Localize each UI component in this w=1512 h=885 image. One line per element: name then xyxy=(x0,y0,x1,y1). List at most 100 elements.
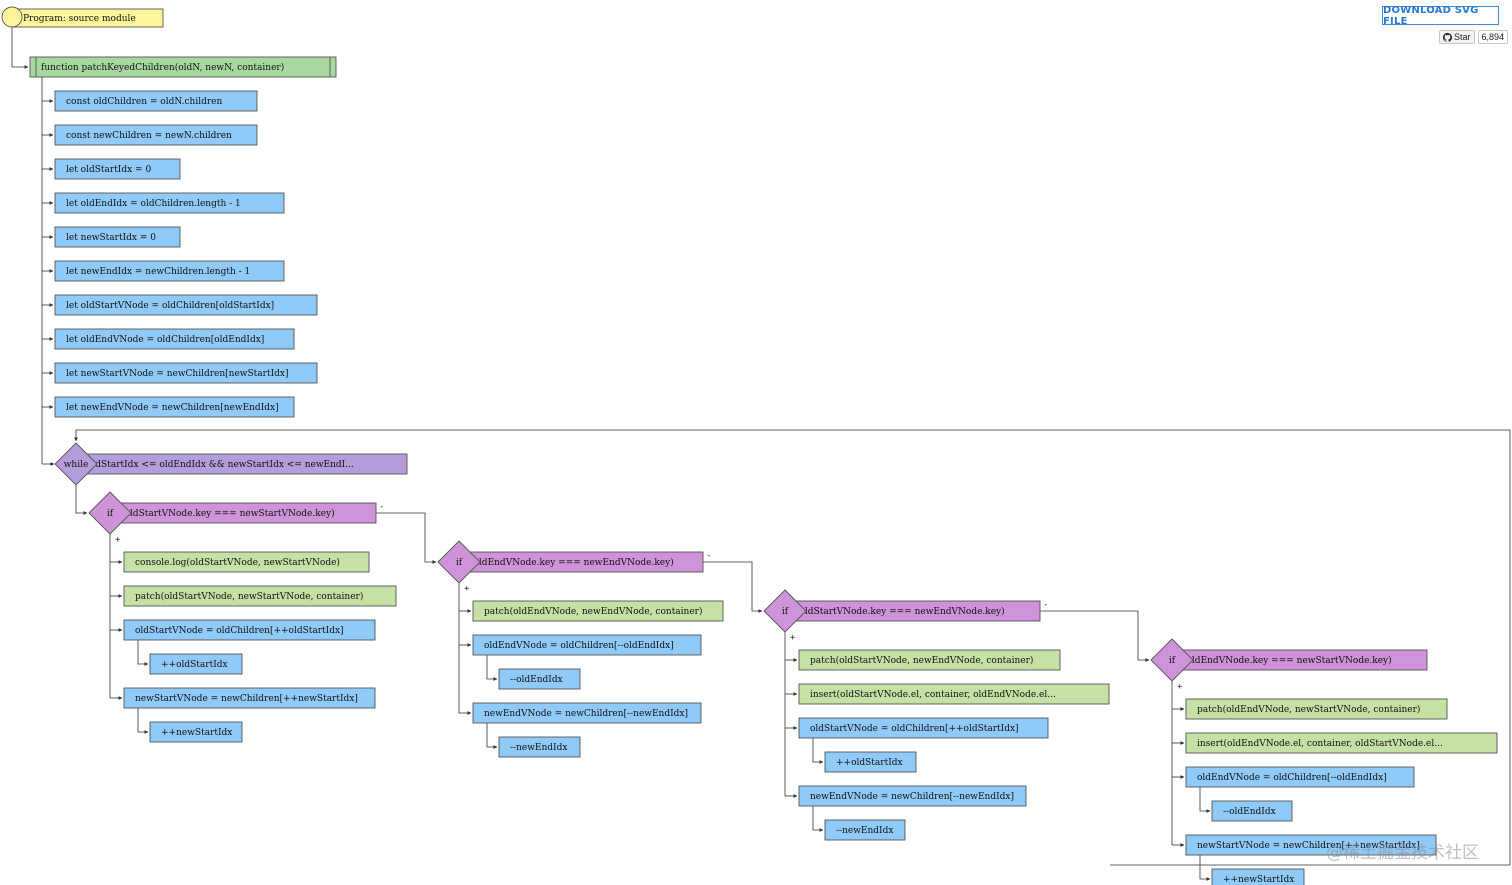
declaration-node-label: let newEndVNode = newChildren[newEndIdx] xyxy=(66,403,279,413)
if-condition-node: (oldStartVNode.key === newEndVNode.key) xyxy=(784,600,1041,622)
call-node-label: console.log(oldStartVNode, newStartVNode… xyxy=(135,557,340,568)
program-node: Program: source module xyxy=(11,8,164,28)
github-star-label: Star xyxy=(1454,32,1471,42)
call-node: insert(oldStartVNode.el, container, oldE… xyxy=(798,683,1110,705)
declaration-node-shape xyxy=(54,294,318,316)
declaration-node: let newStartVNode = newChildren[newStart… xyxy=(54,362,318,384)
while-node: while xyxy=(54,442,98,486)
declaration-node-label: let newStartVNode = newChildren[newStart… xyxy=(66,369,288,379)
call-node-label: insert(oldEndVNode.el, container, oldSta… xyxy=(1197,738,1443,749)
while-condition-node-label: oldStartIdx <= oldEndIdx && newStartIdx … xyxy=(87,460,354,470)
no-branch-marker: - xyxy=(1043,600,1048,610)
connector-line xyxy=(137,698,149,734)
update-index-node-shape xyxy=(1211,868,1305,885)
update-index-node: ++newStartIdx xyxy=(149,721,243,743)
assignment-node: oldStartVNode = oldChildren[++oldStartId… xyxy=(123,619,376,641)
call-node-label: patch(oldStartVNode, newEndVNode, contai… xyxy=(810,655,1033,666)
update-index-node-label: --oldEndIdx xyxy=(1223,807,1276,817)
if-node-shape xyxy=(437,540,481,584)
yes-branch-marker: + xyxy=(790,633,796,643)
update-index-node: --newEndIdx xyxy=(498,736,581,758)
assignment-node-label: newEndVNode = newChildren[--newEndIdx] xyxy=(484,709,688,719)
connector-line xyxy=(1199,845,1211,881)
assignment-node: oldEndVNode = oldChildren[--oldEndIdx] xyxy=(472,634,702,656)
update-index-node-shape xyxy=(149,653,243,675)
update-index-node: --newEndIdx xyxy=(824,819,906,841)
call-node-shape xyxy=(472,600,724,622)
download-svg-button[interactable]: DOWNLOAD SVG FILE xyxy=(1382,5,1499,27)
assignment-node: oldStartVNode = oldChildren[++oldStartId… xyxy=(798,717,1049,739)
while-condition-node: oldStartIdx <= oldEndIdx && newStartIdx … xyxy=(75,453,408,475)
declaration-node-shape xyxy=(54,328,295,350)
declaration-node-label: let newStartIdx = 0 xyxy=(66,233,156,243)
no-branch-marker: - xyxy=(706,551,711,561)
if-node-shape xyxy=(1150,638,1194,682)
if-node-keyword: if xyxy=(1169,656,1176,666)
declaration-node-label: const newChildren = newN.children xyxy=(66,131,232,141)
declaration-node-shape xyxy=(54,192,285,214)
update-index-node: --oldEndIdx xyxy=(498,668,581,690)
declaration-node-shape xyxy=(54,124,258,146)
call-node: patch(oldStartVNode, newStartVNode, cont… xyxy=(123,585,397,607)
assignment-node-label: newStartVNode = newChildren[++newStartId… xyxy=(1197,841,1420,851)
while-node-keyword: while xyxy=(64,460,89,470)
update-index-node-shape xyxy=(824,751,917,773)
assignment-node-shape xyxy=(1185,834,1437,856)
assignment-node-shape xyxy=(1185,766,1415,788)
assignment-node-shape xyxy=(123,619,376,641)
program-node-label: Program: source module xyxy=(23,14,136,24)
declaration-node-label: let oldStartIdx = 0 xyxy=(66,165,151,175)
github-star-button[interactable]: Star xyxy=(1439,30,1475,44)
if-node-keyword: if xyxy=(107,509,114,519)
update-index-node-label: --newEndIdx xyxy=(836,826,893,836)
call-node-shape xyxy=(798,649,1061,671)
if-node-shape xyxy=(88,491,132,535)
declaration-node: let newEndVNode = newChildren[newEndIdx] xyxy=(54,396,295,418)
declaration-node-label: let oldEndIdx = oldChildren.length - 1 xyxy=(66,199,241,209)
update-index-node-shape xyxy=(149,721,243,743)
call-node-shape xyxy=(798,683,1110,705)
call-node-shape xyxy=(1185,732,1498,754)
assignment-node: newStartVNode = newChildren[++newStartId… xyxy=(123,687,376,709)
connector-line xyxy=(703,561,763,613)
if-condition-node-label: (oldEndVNode.key === newStartVNode.key) xyxy=(1183,655,1392,666)
declaration-node-label: let newEndIdx = newChildren.length - 1 xyxy=(66,267,250,277)
function-node-label: function patchKeyedChildren(oldN, newN, … xyxy=(41,62,284,73)
call-node-label: patch(oldEndVNode, newStartVNode, contai… xyxy=(1197,704,1420,715)
if-condition-node: (oldStartVNode.key === newStartVNode.key… xyxy=(109,502,377,524)
declaration-node: const oldChildren = oldN.children xyxy=(54,90,258,112)
connector-line xyxy=(812,796,824,832)
no-branch-marker: - xyxy=(379,502,384,512)
if-condition-node: (oldEndVNode.key === newStartVNode.key) xyxy=(1171,649,1428,671)
update-index-node: ++newStartIdx xyxy=(1211,868,1305,885)
update-index-node-label: ++newStartIdx xyxy=(161,728,232,738)
connector-line xyxy=(486,645,498,681)
assignment-node-label: oldEndVNode = oldChildren[--oldEndIdx] xyxy=(1197,773,1387,783)
declaration-node-shape xyxy=(54,396,295,418)
yes-branch-marker: + xyxy=(1177,682,1183,692)
connector-line xyxy=(812,728,824,764)
update-index-node: --oldEndIdx xyxy=(1211,800,1293,822)
update-index-node-label: ++oldStartIdx xyxy=(836,758,903,768)
watermark: @稀土掘金技术社区 xyxy=(1326,843,1479,863)
call-node: patch(oldStartVNode, newEndVNode, contai… xyxy=(798,649,1061,671)
if-node-shape xyxy=(763,589,807,633)
if-node: if xyxy=(1150,638,1194,682)
function-node: function patchKeyedChildren(oldN, newN, … xyxy=(29,56,337,78)
connector-line xyxy=(75,485,88,515)
update-index-node-shape xyxy=(498,668,581,690)
connector-line xyxy=(1040,610,1150,662)
call-node: patch(oldEndVNode, newEndVNode, containe… xyxy=(472,600,724,622)
connector-lines xyxy=(11,27,1511,881)
declaration-node: let newStartIdx = 0 xyxy=(54,226,181,248)
if-node: if xyxy=(88,491,132,535)
call-node: insert(oldEndVNode.el, container, oldSta… xyxy=(1185,732,1498,754)
assignment-node-label: oldStartVNode = oldChildren[++oldStartId… xyxy=(135,626,344,636)
call-node-shape xyxy=(123,551,370,573)
declaration-node-label: let oldStartVNode = oldChildren[oldStart… xyxy=(66,301,274,311)
assignment-node: newEndVNode = newChildren[--newEndIdx] xyxy=(472,702,702,724)
update-index-node: ++oldStartIdx xyxy=(824,751,917,773)
assignment-node-label: newStartVNode = newChildren[++newStartId… xyxy=(135,694,358,704)
call-node: patch(oldEndVNode, newStartVNode, contai… xyxy=(1185,698,1448,720)
